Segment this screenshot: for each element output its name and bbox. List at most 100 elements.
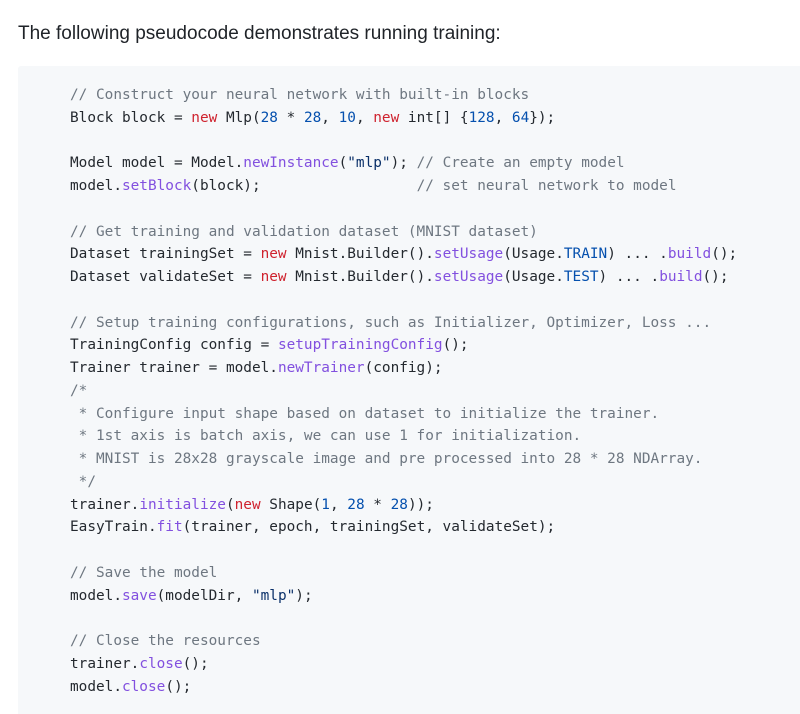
code-line: model.save(modelDir, "mlp");: [70, 585, 737, 608]
code-token-plain: *: [277, 109, 304, 126]
code-line: [70, 289, 737, 312]
code-token-keyword: new: [373, 109, 400, 126]
code-token-comment: // Setup training configurations, such a…: [70, 314, 712, 331]
code-token-plain: ();: [442, 337, 469, 354]
code-token-number: 128: [468, 109, 495, 126]
code-line: trainer.close();: [70, 653, 737, 676]
code-token-plain: EasyTrain.: [70, 519, 157, 536]
code-token-plain: (: [338, 155, 348, 172]
code-block: // Construct your neural network with bu…: [18, 66, 800, 714]
code-token-plain: (Usage.: [503, 246, 564, 263]
code-token-plain: trainer.: [70, 655, 140, 672]
code-token-method: initialize: [139, 496, 226, 513]
code-token-method: setupTrainingConfig: [277, 337, 443, 354]
code-token-method: setBlock: [121, 178, 192, 194]
code-token-number: 10: [338, 109, 356, 126]
code-line: // Close the resources: [70, 630, 737, 653]
code-line: [70, 607, 737, 630]
code-token-comment: * MNIST is 28x28 grayscale image and pre…: [70, 451, 703, 467]
code-token-keyword: new: [260, 269, 287, 285]
code-token-method: setUsage: [433, 246, 504, 263]
code-token-plain: ();: [165, 678, 192, 695]
code-token-plain: ,: [355, 109, 374, 126]
code-line: Dataset validateSet = new Mnist.Builder(…: [70, 266, 737, 289]
code-line: // Get training and validation dataset (…: [70, 221, 737, 244]
code-token-method: save: [121, 587, 157, 604]
code-token-plain: ,: [494, 109, 512, 126]
code-token-comment: * 1st axis is batch axis, we can use 1 f…: [70, 428, 582, 445]
code-token-method: close: [139, 655, 183, 672]
code-token-constant: TEST: [563, 269, 599, 285]
code-token-method: close: [121, 678, 166, 695]
code-token-plain: ();: [182, 655, 209, 672]
code-token-number: 64: [511, 109, 530, 126]
code-token-plain: );: [390, 155, 417, 172]
code-token-comment: // Create an empty model: [416, 155, 625, 172]
code-line: [70, 198, 737, 221]
code-token-plain: model.: [70, 587, 122, 604]
code-token-plain: ));: [407, 496, 434, 513]
code-token-number: 28: [303, 109, 322, 126]
code-token-plain: Mlp(: [217, 109, 261, 126]
code-line: /*: [70, 380, 737, 403]
code-token-plain: model.: [70, 178, 122, 194]
code-line: [70, 130, 737, 153]
code-token-plain: (trainer, epoch, trainingSet, validateSe…: [182, 519, 556, 536]
code-token-keyword: new: [260, 246, 287, 263]
code-line: Trainer trainer = model.newTrainer(confi…: [70, 357, 737, 380]
code-line: * MNIST is 28x28 grayscale image and pre…: [70, 448, 737, 471]
code-token-number: 28: [260, 109, 278, 126]
code-token-plain: Mnist.Builder().: [286, 246, 434, 263]
code-token-string: "mlp": [251, 587, 296, 604]
code-line: Block block = new Mlp(28 * 28, 10, new i…: [70, 107, 737, 130]
code-line: * Configure input shape based on dataset…: [70, 403, 737, 426]
code-line: model.setBlock(block); // set neural net…: [70, 175, 737, 198]
code-token-comment: // Get training and validation dataset (…: [70, 223, 538, 240]
code-line: [70, 539, 737, 562]
code-token-number: 28: [390, 496, 408, 513]
code-token-plain: Dataset trainingSet =: [70, 246, 261, 263]
code-listing: // Construct your neural network with bu…: [70, 84, 737, 698]
code-token-plain: );: [295, 587, 313, 604]
code-token-plain: ();: [711, 246, 738, 263]
code-token-comment: // Close the resources: [70, 633, 261, 649]
code-token-comment: // set neural network to model: [416, 178, 677, 194]
code-token-plain: TrainingConfig config =: [70, 337, 278, 354]
code-token-string: "mlp": [347, 155, 391, 172]
code-token-plain: (Usage.: [503, 269, 564, 285]
code-line: TrainingConfig config = setupTrainingCon…: [70, 334, 737, 357]
code-token-plain: ) ... .: [607, 246, 668, 263]
code-token-plain: Trainer trainer = model.: [70, 360, 278, 376]
code-token-plain: Shape(: [260, 496, 322, 513]
code-token-method: newTrainer: [277, 360, 365, 376]
code-token-comment: /*: [70, 382, 88, 399]
intro-paragraph: The following pseudocode demonstrates ru…: [18, 23, 501, 44]
code-token-plain: *: [364, 496, 391, 513]
code-token-comment: */: [70, 473, 96, 490]
code-token-keyword: new: [191, 109, 218, 126]
code-token-method: newInstance: [243, 155, 339, 172]
code-token-method: fit: [156, 519, 183, 536]
code-token-keyword: new: [234, 496, 261, 513]
code-token-plain: Model model = Model.: [70, 155, 244, 172]
code-token-comment: * Configure input shape based on dataset…: [70, 405, 660, 422]
code-token-method: build: [667, 246, 712, 263]
code-line: Dataset trainingSet = new Mnist.Builder(…: [70, 243, 737, 266]
code-token-plain: Mnist.Builder().: [286, 269, 434, 285]
code-line: model.close();: [70, 676, 737, 699]
code-line: // Construct your neural network with bu…: [70, 84, 737, 107]
code-line: // Setup training configurations, such a…: [70, 312, 737, 335]
code-token-plain: (config);: [364, 360, 443, 376]
code-token-comment: // Construct your neural network with bu…: [70, 87, 530, 103]
code-token-plain: ) ... .: [598, 269, 660, 285]
code-token-comment: // Save the model: [70, 564, 218, 581]
code-line: EasyTrain.fit(trainer, epoch, trainingSe…: [70, 516, 737, 539]
code-token-plain: (modelDir,: [156, 587, 252, 604]
code-token-plain: Dataset validateSet =: [70, 269, 261, 285]
code-token-plain: ,: [321, 109, 339, 126]
code-token-plain: model.: [70, 678, 122, 695]
code-token-plain: (block);: [191, 178, 417, 194]
code-token-method: setUsage: [433, 269, 504, 285]
code-line: Model model = Model.newInstance("mlp"); …: [70, 152, 737, 175]
code-token-plain: });: [529, 109, 556, 126]
